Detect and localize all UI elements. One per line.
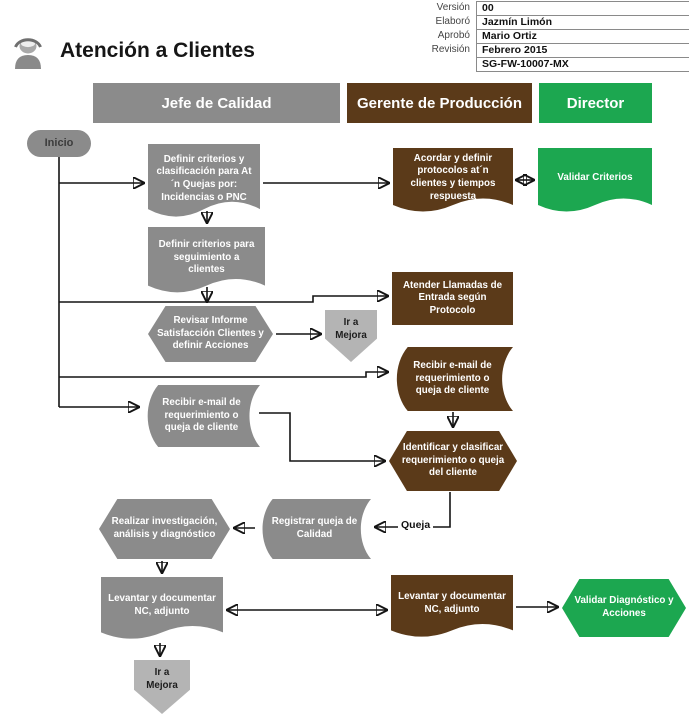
node-label: Registrar queja de Calidad xyxy=(271,516,358,540)
table-row: SG-FW-10007-MX xyxy=(420,57,689,72)
node-identificar-clasificar: Identificar y clasificar requerimiento o… xyxy=(389,431,517,491)
node-label: Inicio xyxy=(44,137,74,150)
table-row: Revisión Febrero 2015 xyxy=(420,43,689,58)
connector-to-atender xyxy=(59,296,387,303)
node-label: Identificar y clasificar requerimiento o… xyxy=(401,442,505,479)
node-label: Acordar y definir protocolos at´n client… xyxy=(410,152,496,202)
node-levantar-documentar-gerente: Levantar y documentar NC, adjunto xyxy=(391,575,513,643)
node-definir-criterios-seguimiento: Definir criterios para seguimiento a cli… xyxy=(148,227,265,299)
row-value: Febrero 2015 xyxy=(476,43,689,58)
node-label: Levantar y documentar NC, adjunto xyxy=(108,593,216,617)
connector-label-queja: Queja xyxy=(398,519,434,531)
table-row: Aprobó Mario Ortiz xyxy=(420,29,689,44)
node-label: Recibir e-mail de requerimiento o queja … xyxy=(162,397,241,434)
row-label: Elaboró xyxy=(435,16,470,27)
node-label: Ir a Mejora xyxy=(146,667,178,691)
version-table: Versión 00 Elaboró Jazmín Limón Aprobó M… xyxy=(420,1,689,72)
node-atender-llamadas: Atender Llamadas de Entrada según Protoc… xyxy=(392,272,513,325)
node-realizar-investigacion: Realizar investigación, análisis y diagn… xyxy=(99,499,230,559)
node-registrar-queja: Registrar queja de Calidad xyxy=(258,499,371,559)
connector-recibirgray-identificar xyxy=(259,412,384,461)
node-label: Validar Criterios xyxy=(557,171,633,183)
node-label: Recibir e-mail de requerimiento o queja … xyxy=(413,360,492,397)
node-label: Revisar Informe Satisfacción Clientes y … xyxy=(157,315,264,352)
lane-header-director: Director xyxy=(539,83,652,123)
node-recibir-email-gerente: Recibir e-mail de requerimiento o queja … xyxy=(392,347,513,411)
node-acordar-definir-protocolos: Acordar y definir protocolos at´n client… xyxy=(393,148,513,218)
node-validar-criterios: Validar Criterios xyxy=(538,148,652,218)
connector-to-recibir-brown xyxy=(59,372,387,377)
support-person-icon xyxy=(8,35,48,76)
node-inicio: Inicio xyxy=(27,130,91,157)
row-label: Revisión xyxy=(431,44,470,55)
node-definir-criterios-clasificacion: Definir criterios y clasificación para A… xyxy=(148,144,260,224)
node-label: Levantar y documentar NC, adjunto xyxy=(398,591,506,615)
node-levantar-documentar-jefe: Levantar y documentar NC, adjunto xyxy=(101,577,223,645)
node-label: Ir a Mejora xyxy=(335,317,367,341)
row-label: Aprobó xyxy=(437,30,470,41)
node-label: Validar Diagnóstico y Acciones xyxy=(574,595,674,619)
row-value: Mario Ortiz xyxy=(476,29,689,44)
node-label: Definir criterios y clasificación para A… xyxy=(156,153,252,203)
node-validar-diagnostico: Validar Diagnóstico y Acciones xyxy=(562,579,686,637)
node-label: Realizar investigación, análisis y diagn… xyxy=(111,516,218,540)
node-label: Definir criterios para seguimiento a cli… xyxy=(158,239,255,276)
node-label: Atender Llamadas de Entrada según Protoc… xyxy=(402,279,503,316)
page-title: Atención a Clientes xyxy=(60,39,255,62)
node-revisar-informe-satisfaccion: Revisar Informe Satisfacción Clientes y … xyxy=(148,306,273,362)
lane-header-jefe-de-calidad: Jefe de Calidad xyxy=(93,83,340,123)
node-recibir-email-jefe: Recibir e-mail de requerimiento o queja … xyxy=(143,385,260,447)
row-value: SG-FW-10007-MX xyxy=(476,57,689,72)
lane-header-gerente-de-produccion: Gerente de Producción xyxy=(347,83,532,123)
row-label: Versión xyxy=(436,2,470,13)
